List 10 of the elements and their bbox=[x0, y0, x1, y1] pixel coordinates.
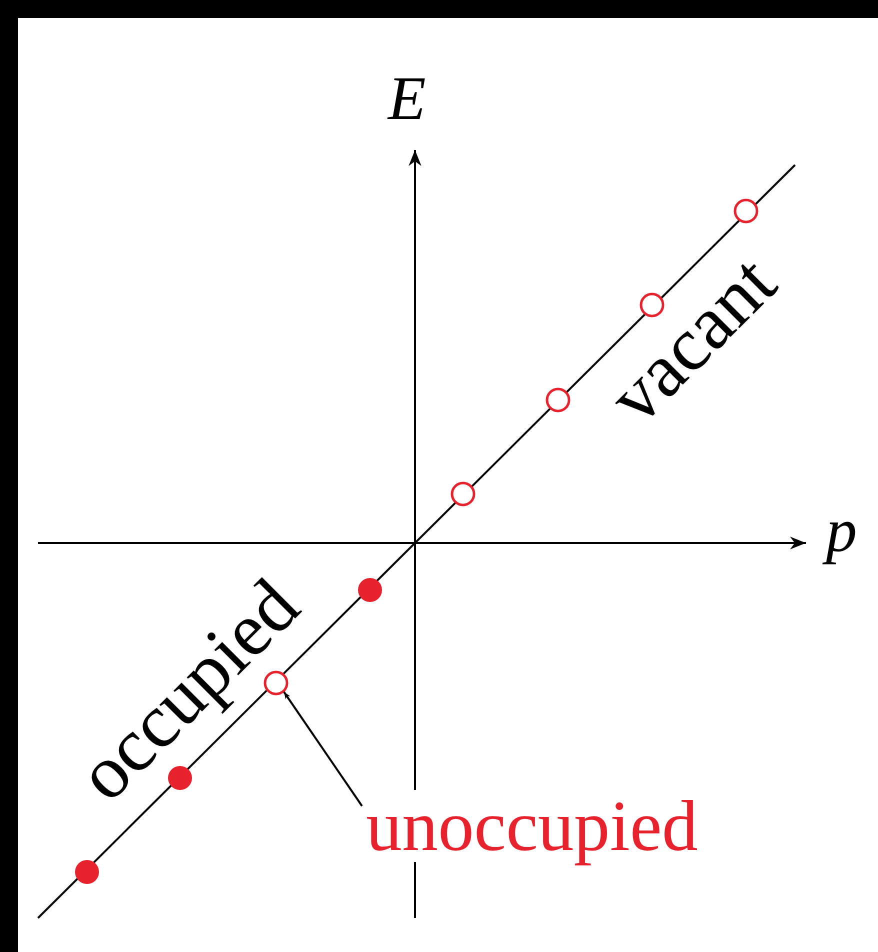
empty-state-dot bbox=[450, 482, 476, 506]
leader-line bbox=[283, 691, 363, 807]
empty-state-dot bbox=[640, 292, 664, 318]
filled-state-dot bbox=[358, 578, 382, 602]
empty-state-dot bbox=[546, 388, 570, 412]
empty-state-dot bbox=[264, 670, 288, 696]
axis-label: E bbox=[388, 68, 426, 130]
filled-state-dot bbox=[168, 766, 192, 790]
empty-state-dot bbox=[734, 198, 758, 224]
filled-state-dot bbox=[75, 860, 99, 884]
